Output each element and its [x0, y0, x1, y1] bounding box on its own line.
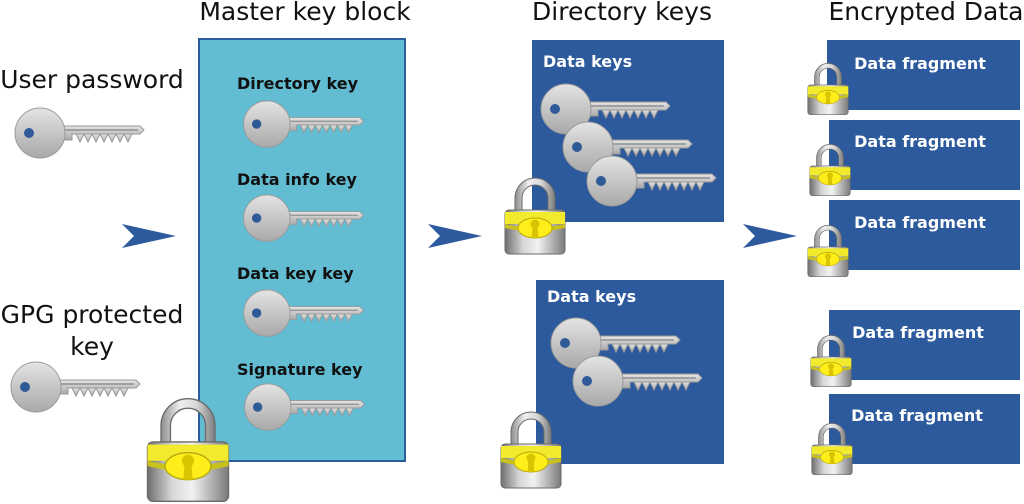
fragment-label: Data fragment — [854, 132, 986, 151]
fragment-background — [829, 200, 1020, 270]
data-fragment: Data fragment — [829, 120, 1020, 190]
fragment-label: Data fragment — [851, 406, 983, 425]
fragment-label: Data fragment — [854, 54, 986, 73]
master-key-label: Signature key — [237, 360, 363, 379]
directory-block-background — [536, 280, 724, 464]
header-master-key-block: Master key block — [199, 0, 411, 26]
header-directory-keys: Directory keys — [532, 0, 712, 26]
data-fragment: Data fragment — [829, 200, 1020, 270]
directory-block-label: Data keys — [543, 52, 632, 71]
key-icon — [10, 361, 141, 413]
gpg-key-label-line1: GPG protected — [1, 300, 184, 329]
key-icon — [14, 107, 145, 159]
directory-key-block: Data keys — [536, 280, 724, 464]
gpg-key-label-line2: key — [70, 332, 114, 361]
arrow-right-icon — [122, 224, 176, 248]
fragment-background — [829, 120, 1020, 190]
fragment-background — [827, 40, 1020, 110]
directory-block-label: Data keys — [547, 287, 636, 306]
user-password-label: User password — [0, 65, 184, 94]
data-fragment: Data fragment — [827, 40, 1020, 110]
master-key-label: Data info key — [237, 170, 358, 189]
fragment-label: Data fragment — [854, 213, 986, 232]
fragment-label: Data fragment — [852, 323, 984, 342]
directory-key-block: Data keys — [532, 40, 724, 222]
fragment-background — [829, 310, 1020, 380]
master-key-label: Directory key — [237, 74, 359, 93]
arrow-right-icon — [743, 224, 797, 248]
arrow-right-icon — [428, 224, 482, 248]
data-fragment: Data fragment — [829, 394, 1020, 464]
master-key-label: Data key key — [237, 264, 354, 283]
header-encrypted-data: Encrypted Data — [828, 0, 1023, 26]
data-fragment: Data fragment — [829, 310, 1020, 380]
fragment-background — [829, 394, 1020, 464]
master-key-block-background — [198, 38, 406, 462]
master-key-block: Directory key Data info key Data key key… — [198, 38, 406, 462]
